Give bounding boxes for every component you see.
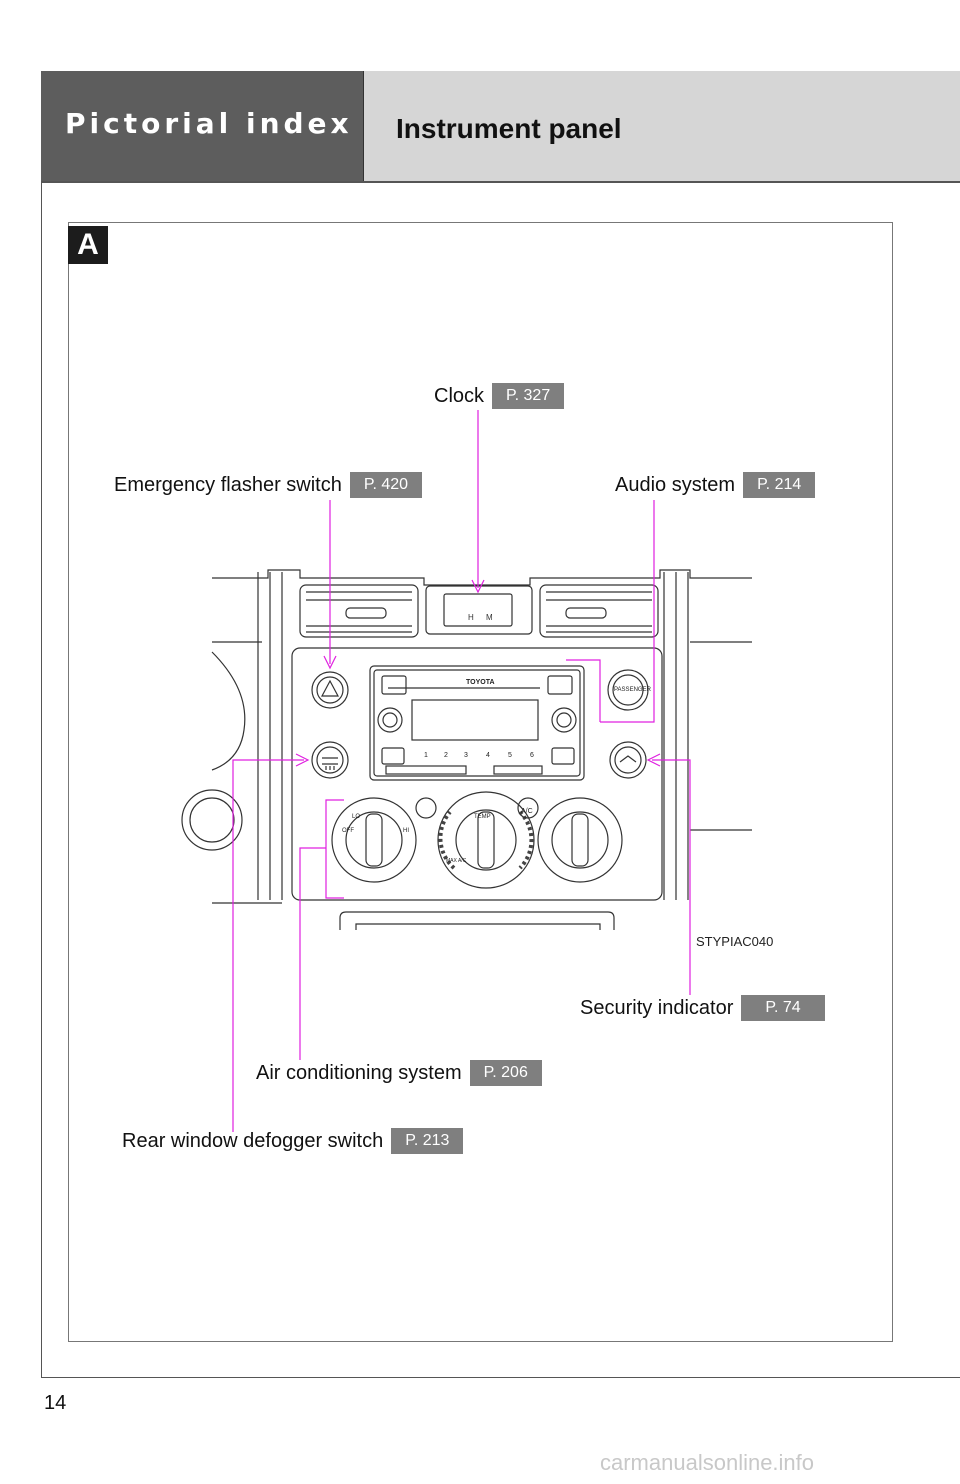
ac-button-text: A/C [521, 808, 533, 815]
section-badge: A [68, 226, 108, 264]
callout-air-conditioning-label: Air conditioning system [256, 1061, 462, 1084]
radio-brand-text: TOYOTA [466, 679, 495, 686]
watermark: carmanualsonline.info [600, 1450, 815, 1475]
callout-emergency-flasher-label: Emergency flasher switch [114, 473, 342, 496]
fan-hi-text: HI [403, 828, 409, 834]
page-header: Instrument panel [363, 71, 960, 181]
preset-button-6: 6 [530, 752, 534, 759]
max-ac-text: MAX A/C [446, 858, 467, 864]
section-header: Pictorial index [41, 71, 363, 181]
callout-clock: Clock P. 327 [434, 383, 565, 409]
temp-text: TEMP [474, 814, 491, 820]
preset-button-3: 3 [464, 752, 468, 759]
header-divider [41, 181, 960, 183]
leader-lines [232, 410, 691, 1132]
callout-air-conditioning-page-ref[interactable]: P. 206 [469, 1060, 542, 1086]
fan-off-text: OFF [342, 828, 354, 834]
security-leader [652, 759, 691, 995]
callout-emergency-flasher-page-ref[interactable]: P. 420 [349, 472, 423, 498]
defogger-leader [232, 759, 304, 1132]
preset-button-2: 2 [444, 752, 448, 759]
callout-security-indicator: Security indicator P. 74 [580, 995, 825, 1021]
ac-leader [299, 847, 326, 1060]
callout-audio-system: Audio system P. 214 [615, 472, 816, 498]
svg-text:H: H [468, 613, 474, 622]
callout-rear-defogger-page-ref[interactable]: P. 213 [391, 1128, 464, 1154]
callout-security-indicator-page-ref[interactable]: P. 74 [741, 995, 825, 1021]
illustration-code: STYPIAC040 [696, 934, 774, 949]
page-number: 14 [44, 1392, 67, 1414]
callout-clock-page-ref[interactable]: P. 327 [492, 383, 565, 409]
illustration-frame [68, 222, 893, 1342]
callout-emergency-flasher: Emergency flasher switch P. 420 [114, 472, 423, 498]
preset-button-4: 4 [486, 752, 490, 759]
callout-security-indicator-label: Security indicator [580, 996, 734, 1019]
section-title: Pictorial index [65, 107, 353, 140]
svg-text:M: M [486, 613, 493, 622]
preset-button-1: 1 [424, 752, 428, 759]
preset-button-5: 5 [508, 752, 512, 759]
callout-rear-defogger: Rear window defogger switch P. 213 [122, 1128, 464, 1154]
callout-air-conditioning: Air conditioning system P. 206 [256, 1060, 542, 1086]
audio-leader [600, 500, 655, 723]
passenger-lamp-text: PASSENGER [614, 687, 652, 693]
callout-rear-defogger-label: Rear window defogger switch [122, 1129, 384, 1152]
fan-lo-text: LO [352, 814, 360, 820]
callout-audio-system-label: Audio system [615, 473, 736, 496]
page-subtitle: Instrument panel [396, 113, 622, 144]
callout-audio-system-page-ref[interactable]: P. 214 [743, 472, 816, 498]
callout-clock-label: Clock [434, 384, 485, 407]
